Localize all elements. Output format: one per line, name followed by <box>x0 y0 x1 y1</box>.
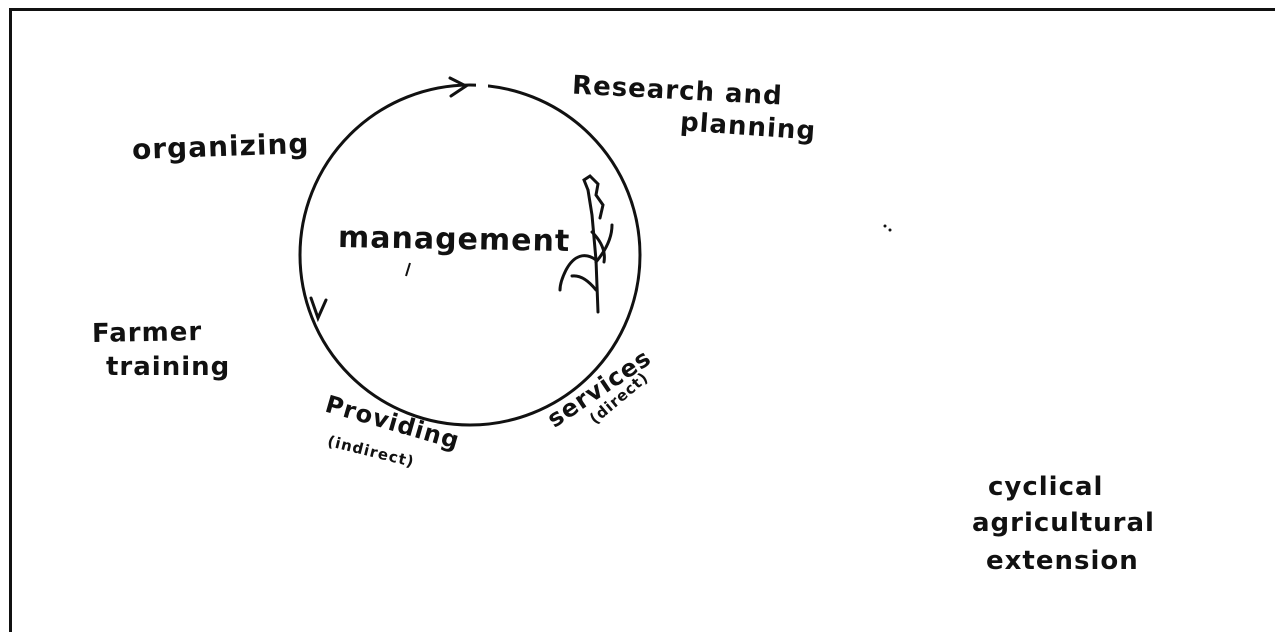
stray-dot <box>888 228 892 232</box>
label-training: training <box>106 352 231 382</box>
caption-cyclical: cyclical <box>988 472 1104 502</box>
management-tick-mark <box>405 262 411 277</box>
diagram-frame <box>9 8 1275 632</box>
label-farmer: Farmer <box>91 317 203 349</box>
caption-extension: extension <box>986 546 1139 576</box>
cycle-circle <box>298 83 642 427</box>
stray-dot <box>883 224 887 228</box>
plant-sprout-icon <box>558 174 614 314</box>
caption-agricultural: agricultural <box>972 508 1155 538</box>
label-organizing: organizing <box>131 126 310 167</box>
cycle-gap <box>476 78 488 92</box>
arrow-down-icon <box>309 296 328 323</box>
arrow-right-icon <box>448 76 469 98</box>
label-management: management <box>337 219 571 260</box>
